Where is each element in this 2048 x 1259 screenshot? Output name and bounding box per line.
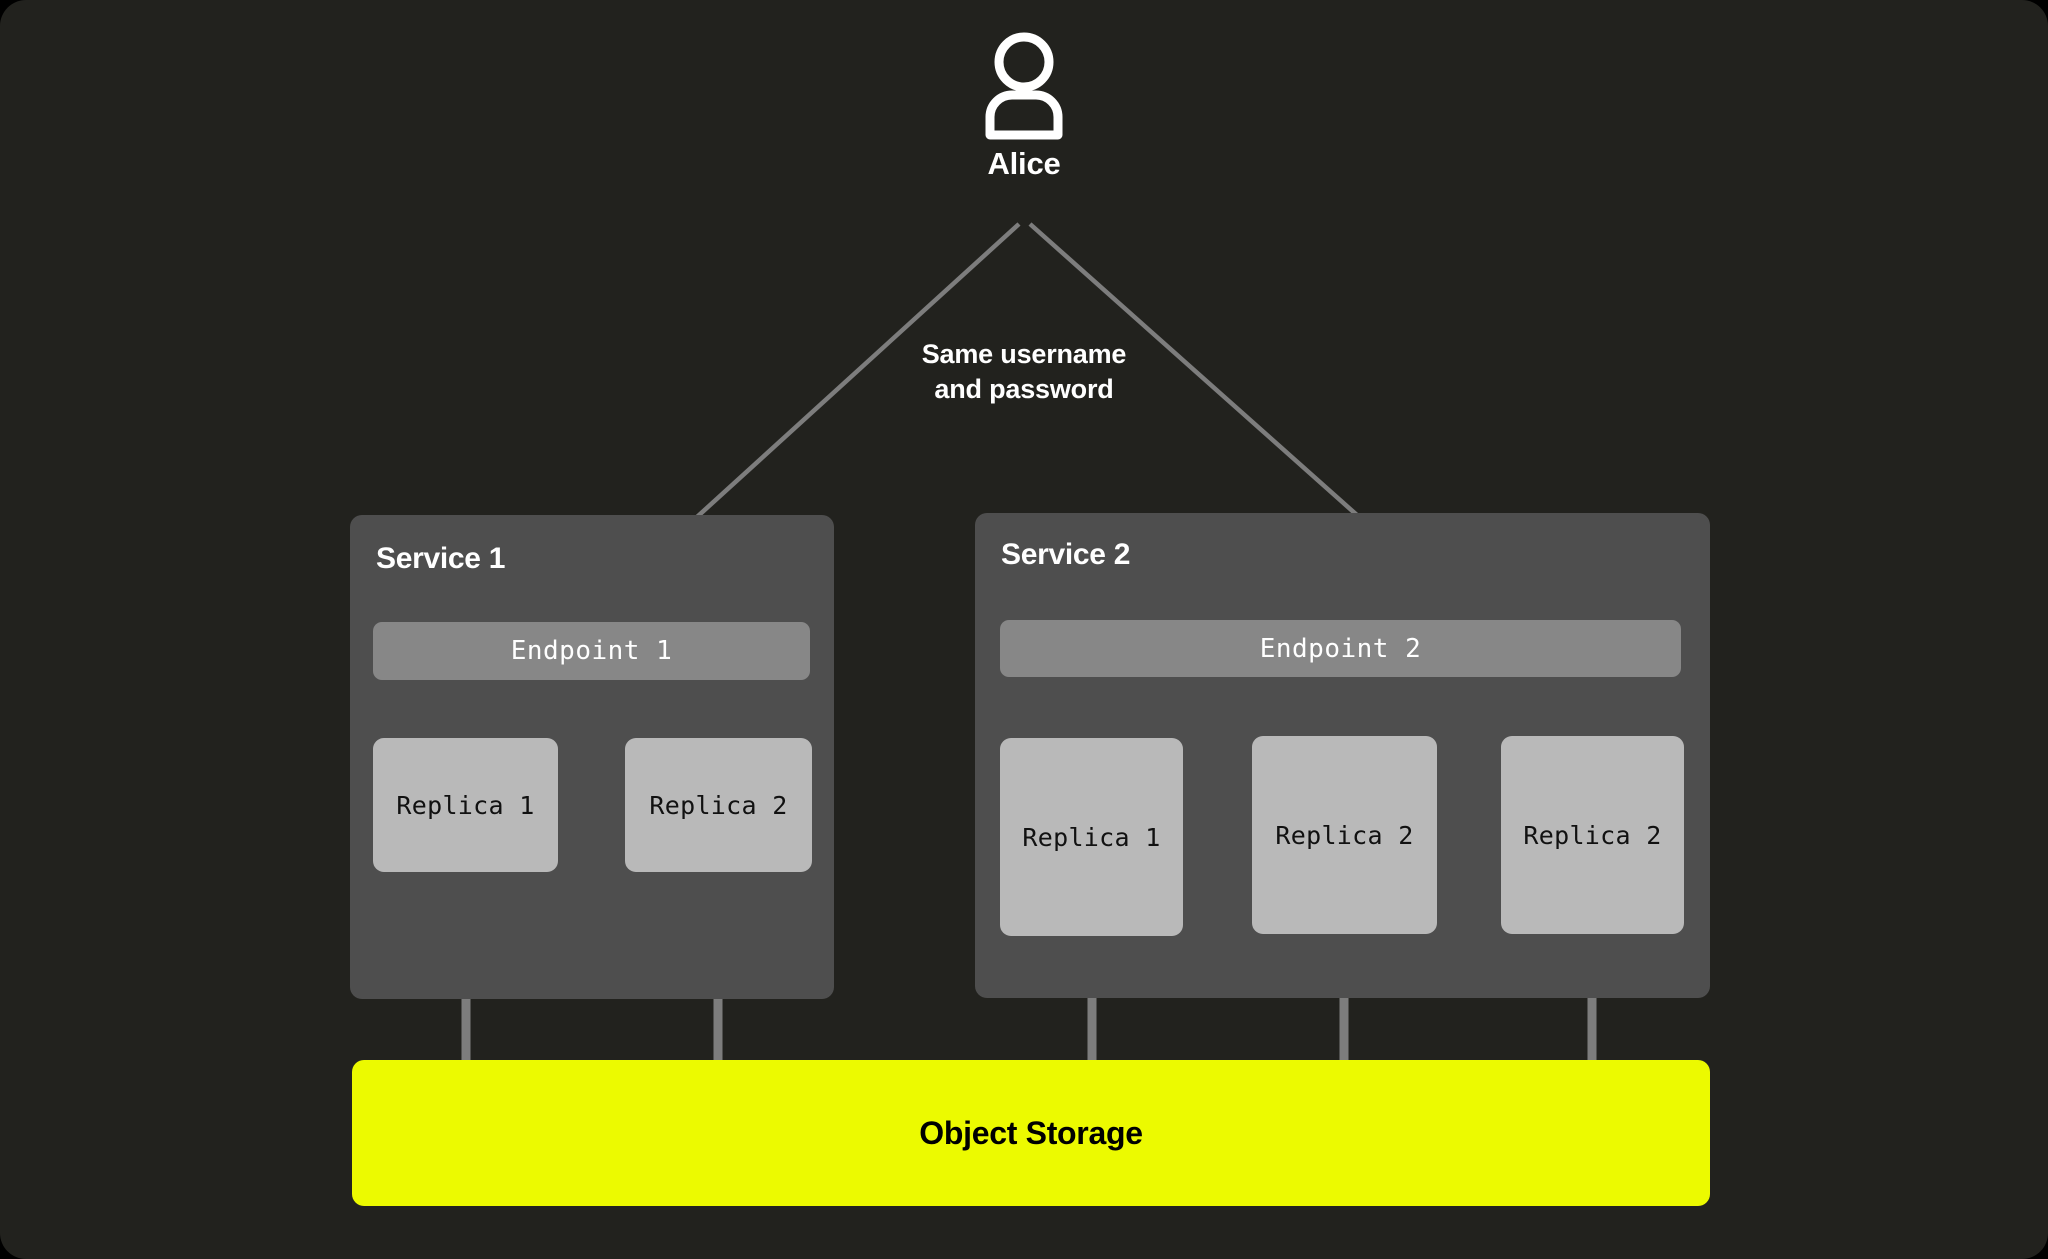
service-1-title: Service 1 bbox=[376, 542, 506, 575]
object-storage-node[interactable]: Object Storage bbox=[352, 1060, 1710, 1206]
edge-annotation-line-1: Same username bbox=[921, 339, 1127, 369]
edge-annotation: Same username and password bbox=[824, 337, 1224, 407]
service-2-title: Service 2 bbox=[1001, 538, 1131, 571]
actor-alice: Alice bbox=[924, 30, 1124, 182]
service-2-replica-1[interactable]: Replica 1 bbox=[1000, 738, 1183, 936]
service-2-replica-2[interactable]: Replica 2 bbox=[1252, 736, 1437, 934]
actor-label: Alice bbox=[987, 146, 1061, 181]
service-2-replica-3[interactable]: Replica 2 bbox=[1501, 736, 1684, 934]
endpoint-1-node[interactable]: Endpoint 1 bbox=[373, 622, 810, 680]
object-storage-label: Object Storage bbox=[919, 1114, 1143, 1151]
service-1-replica-2[interactable]: Replica 2 bbox=[625, 738, 812, 872]
edge-annotation-line-2: and password bbox=[934, 374, 1114, 405]
service-1-replica-1[interactable]: Replica 1 bbox=[373, 738, 558, 872]
endpoint-2-node[interactable]: Endpoint 2 bbox=[1000, 620, 1681, 677]
user-icon bbox=[985, 32, 1063, 140]
